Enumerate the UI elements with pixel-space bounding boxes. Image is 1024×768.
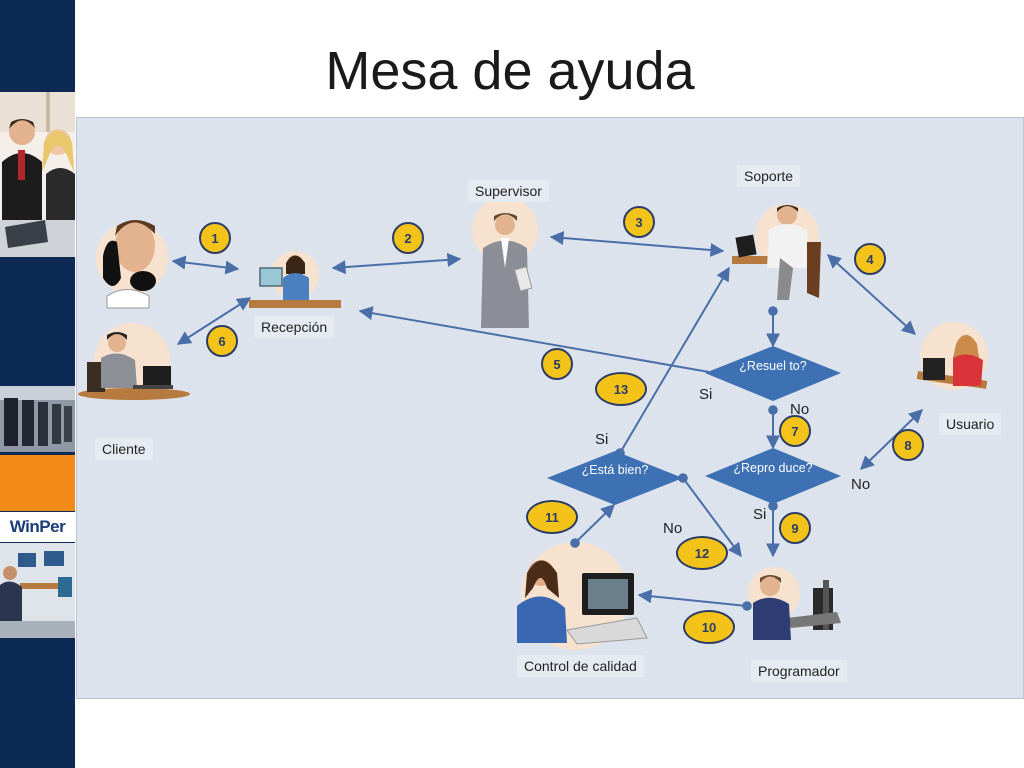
step-badge-7: 7 — [779, 415, 811, 447]
helpdesk-flow-diagram: Cliente Recepción Supervisor Soporte Usu… — [76, 117, 1024, 699]
sidebar-photo-servers — [0, 386, 75, 452]
step-badge-3: 3 — [623, 206, 655, 238]
step-badge-13: 13 — [595, 372, 647, 406]
node-label-supervisor: Supervisor — [468, 180, 549, 202]
support-agent-icon — [732, 205, 821, 300]
step-badge-9: 9 — [779, 512, 811, 544]
node-label-programador: Programador — [751, 660, 847, 682]
arrow-13-check-support — [615, 266, 730, 458]
arrow-12-check-programmer — [678, 473, 742, 558]
step-badge-4: 4 — [854, 243, 886, 275]
arrow-4-support-user — [826, 254, 917, 335]
branch-no-esta-bien: No — [663, 520, 683, 537]
winper-logo: WinPer — [0, 512, 75, 542]
node-label-control-calidad: Control de calidad — [517, 655, 644, 677]
page-title-text: Mesa de ayuda — [325, 41, 695, 101]
step-badge-8: 8 — [892, 429, 924, 461]
quality-control-icon — [517, 560, 648, 645]
sidebar-photo-office — [0, 543, 75, 638]
arrow-8-reproduce-user — [859, 409, 924, 470]
step-badge-6: 6 — [206, 325, 238, 357]
node-label-cliente: Cliente — [95, 438, 153, 460]
step-badge-1: 1 — [199, 222, 231, 254]
step-badge-2: 2 — [392, 222, 424, 254]
decision-check-shape — [547, 451, 683, 505]
node-label-soporte: Soporte — [737, 165, 801, 187]
arrow-3-supervisor-support — [549, 231, 725, 257]
branch-no-resuelto: No — [790, 401, 810, 418]
decision-reproduce-text: ¿Repro duce? — [733, 461, 813, 475]
arrow-11-quality-check — [570, 504, 616, 548]
receptionist-icon — [249, 255, 341, 308]
decision-resolved-text: ¿Resuel to? — [739, 359, 807, 373]
step-badge-12: 12 — [676, 536, 728, 570]
phone-caller-icon — [103, 220, 156, 309]
arrow-10-programmer-quality — [637, 589, 752, 611]
arrow-2-reception-supervisor — [331, 252, 462, 275]
user-icon — [916, 335, 988, 389]
decision-check-text: ¿Está bien? — [581, 463, 649, 477]
branch-si-esta-bien: Si — [595, 431, 609, 448]
supervisor-icon — [481, 213, 533, 328]
arrow-1-client-reception — [171, 255, 240, 275]
branch-no-reproduce: No — [851, 476, 871, 493]
flow-canvas — [78, 197, 988, 650]
step-badge-5: 5 — [541, 348, 573, 380]
page-title: Mesa de ayuda — [0, 40, 1024, 102]
sidebar-photo-couple — [0, 92, 75, 257]
arrow-6-reception-client — [176, 297, 252, 345]
node-label-usuario: Usuario — [939, 413, 1002, 435]
step-badge-10: 10 — [683, 610, 735, 644]
arrow-5-resolved-reception — [358, 306, 710, 373]
node-label-recepcion: Recepción — [254, 316, 335, 338]
client-laptop-icon — [78, 332, 190, 400]
branch-si-resuelto: Si — [699, 386, 713, 403]
step-badge-11: 11 — [526, 500, 578, 534]
decision-resolved-shape — [705, 346, 841, 401]
programmer-icon — [753, 575, 841, 640]
sidebar-accent-block — [0, 455, 75, 511]
branch-si-reproduce: Si — [753, 506, 767, 523]
winper-logo-text: WinPer — [9, 517, 66, 536]
decision-reproduce-shape — [705, 448, 841, 504]
